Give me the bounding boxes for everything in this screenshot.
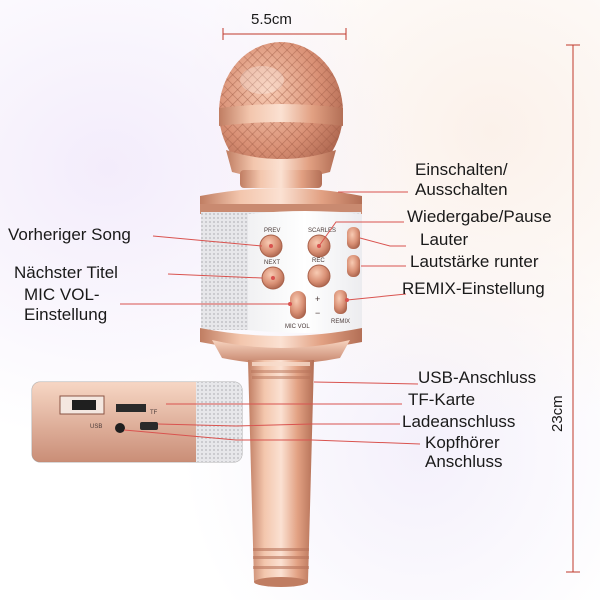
- tf-card-callout: TF-Karte: [408, 390, 476, 409]
- prev-label: PREV: [264, 228, 280, 234]
- louder-label: Lauter: [420, 230, 469, 249]
- remix-label: REMIX: [331, 319, 350, 325]
- headphone-callout-line2: Anschluss: [425, 452, 503, 471]
- next-label: NEXT: [264, 260, 280, 266]
- mic-vol-slider[interactable]: [290, 291, 306, 319]
- leader-lines: [120, 191, 421, 445]
- charging-port-callout: Ladeanschluss: [402, 412, 516, 431]
- control-buttons: PREV SCARLES NEXT REC MIC VOL REMIX + −: [259, 227, 360, 330]
- mic-vol-label: MIC VOL: [285, 324, 310, 330]
- power-label-line1: Einschalten/: [415, 160, 508, 179]
- minus-label: −: [315, 308, 320, 318]
- play-pause-label: Wiedergabe/Pause: [407, 207, 552, 226]
- width-dimension: [222, 28, 347, 40]
- width-label: 5.5cm: [251, 11, 292, 28]
- charging-port: [140, 422, 158, 430]
- usb-port: [72, 400, 96, 410]
- mic-vol-label-line1: MIC VOL-: [24, 285, 100, 304]
- usb-port-label: USB: [90, 424, 102, 430]
- rec-label: REC: [312, 258, 325, 264]
- tf-slot-label: TF: [150, 410, 158, 416]
- volume-up-button[interactable]: [347, 227, 360, 249]
- prev-song-label: Vorheriger Song: [8, 225, 131, 244]
- tf-slot: [116, 404, 146, 412]
- scarles-label: SCARLES: [308, 228, 336, 234]
- power-label-line2: Ausschalten: [415, 180, 508, 199]
- rec-button[interactable]: [307, 264, 331, 288]
- next-title-label: Nächster Titel: [14, 263, 118, 282]
- mic-head: [219, 42, 343, 188]
- mic-vol-label-line2: Einstellung: [24, 305, 108, 324]
- remix-setting-label: REMIX-Einstellung: [402, 279, 545, 298]
- remix-button[interactable]: [334, 290, 347, 314]
- headphone-jack: [115, 423, 125, 433]
- volume-down-button[interactable]: [347, 255, 360, 277]
- ports-inset: USB TF: [31, 381, 243, 463]
- usb-port-callout: USB-Anschluss: [418, 368, 537, 387]
- plus-label: +: [315, 294, 320, 304]
- height-dimension: [566, 44, 580, 573]
- volume-down-label: Lautstärke runter: [410, 252, 539, 271]
- height-label: 23cm: [549, 395, 566, 432]
- headphone-callout-line1: Kopfhörer: [425, 433, 500, 452]
